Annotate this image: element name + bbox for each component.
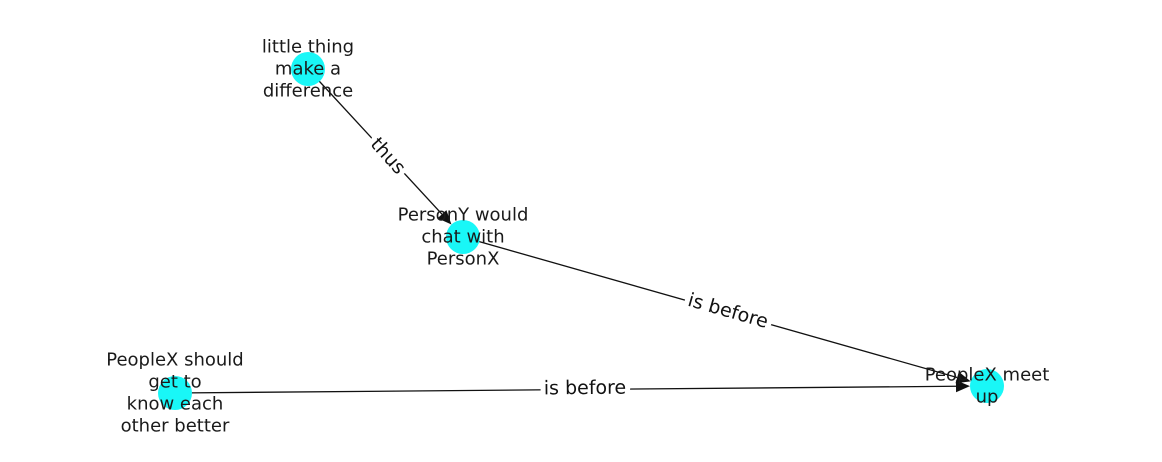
node-label-line: PeopleX meet bbox=[925, 365, 1050, 386]
node-label-line: up bbox=[976, 387, 999, 408]
edge-label-e3: is before bbox=[544, 377, 627, 400]
node-label-line: PeopleX should bbox=[106, 350, 244, 371]
node-label-line: PersonX bbox=[427, 249, 500, 270]
node-label-line: other better bbox=[121, 416, 230, 437]
edge-label-e2: is before bbox=[685, 289, 770, 333]
node-label-line: know each bbox=[127, 394, 224, 415]
edge-line-e3 bbox=[174, 385, 957, 394]
arrow-head-e2 bbox=[955, 371, 971, 384]
edge-line-e1 bbox=[307, 68, 443, 215]
node-label-line: make a bbox=[275, 59, 341, 80]
node-label-line: chat with bbox=[421, 227, 504, 248]
node-label-line: little thing bbox=[262, 37, 354, 58]
node-circle-n2 bbox=[446, 220, 480, 254]
node-label-line: PersonY would bbox=[398, 205, 529, 226]
node-circle-n4 bbox=[970, 369, 1004, 403]
arrow-head-e3 bbox=[955, 380, 971, 393]
node-circle-n1 bbox=[291, 52, 325, 86]
node-circle-n3 bbox=[158, 376, 192, 410]
node-label-line: difference bbox=[263, 81, 353, 102]
edge-line-e2 bbox=[462, 236, 958, 379]
arrow-head-e1 bbox=[437, 210, 452, 225]
edges-layer bbox=[174, 68, 971, 394]
nodes-layer bbox=[158, 52, 1004, 410]
node-label-line: get to bbox=[148, 372, 201, 393]
